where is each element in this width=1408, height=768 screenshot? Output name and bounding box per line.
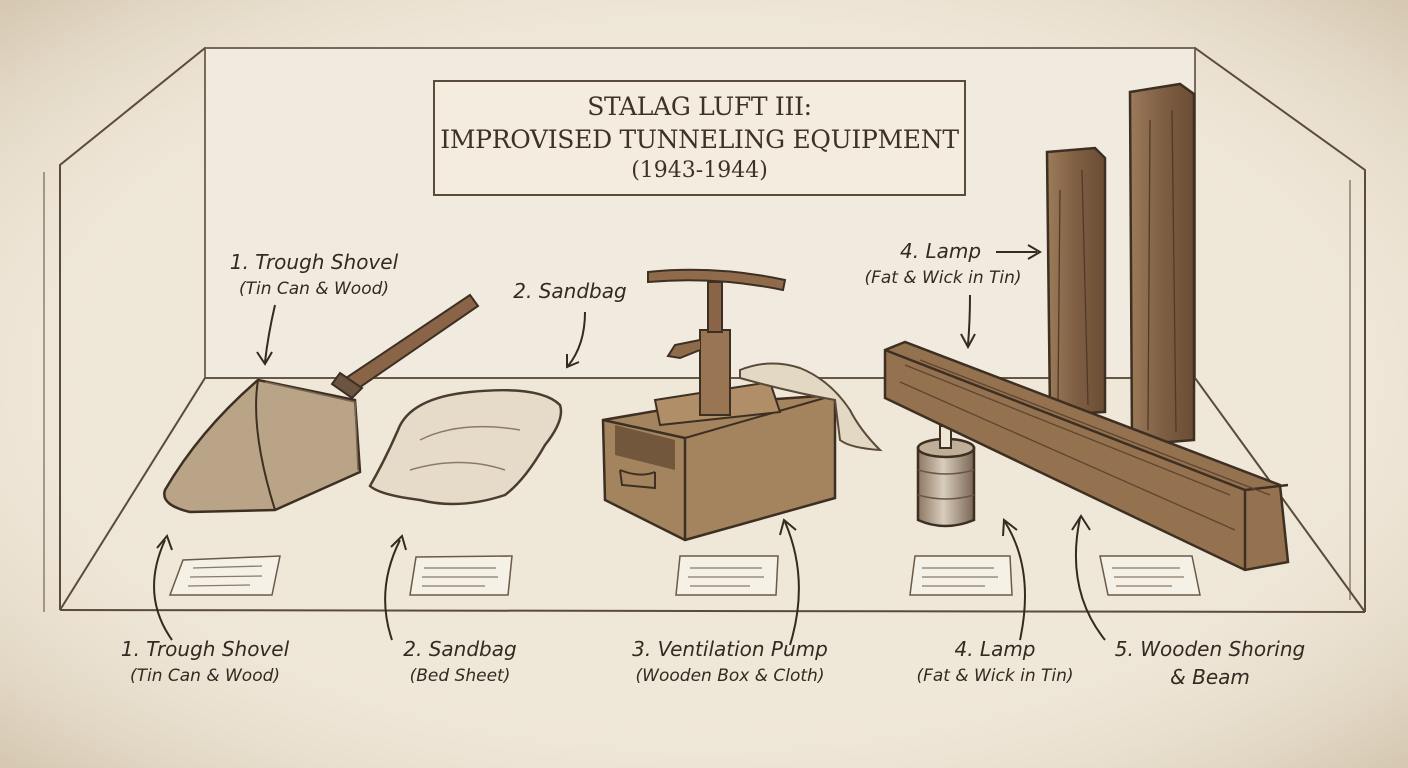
label-name: 1. Trough Shovel bbox=[229, 250, 399, 274]
ventilation-pump-drawing bbox=[601, 268, 883, 542]
pointer-arrows bbox=[153, 244, 1106, 646]
label-name: 3. Ventilation Pump bbox=[632, 637, 828, 661]
label-detail: (Fat & Wick in Tin) bbox=[916, 666, 1074, 686]
lamp-drawing bbox=[916, 425, 976, 528]
label-name: 2. Sandbag bbox=[403, 637, 517, 661]
label-detail: (Tin Can & Wood) bbox=[129, 666, 281, 686]
label-detail: (Fat & Wick in Tin) bbox=[864, 268, 1022, 288]
exhibit-title-plaque: STALAG LUFT III: IMPROVISED TUNNELING EQ… bbox=[433, 80, 966, 196]
label-detail: (Wooden Box & Cloth) bbox=[635, 666, 825, 686]
label-detail: & Beam bbox=[1170, 665, 1250, 689]
wooden-shoring-drawing bbox=[883, 82, 1290, 572]
label-detail: (Bed Sheet) bbox=[409, 666, 511, 686]
plaque-title-line-1: STALAG LUFT III: bbox=[587, 92, 812, 121]
top-label-sandbag: 2. Sandbag bbox=[505, 277, 635, 305]
label-name: 4. Lamp bbox=[954, 637, 1036, 661]
bottom-label-wooden-shoring: 5. Wooden Shoring & Beam bbox=[1105, 635, 1315, 691]
label-name: 1. Trough Shovel bbox=[120, 637, 290, 661]
sandbag-drawing bbox=[368, 388, 563, 506]
top-label-trough-shovel: 1. Trough Shovel (Tin Can & Wood) bbox=[214, 248, 414, 302]
bottom-label-lamp: 4. Lamp (Fat & Wick in Tin) bbox=[895, 635, 1095, 689]
info-card-lines bbox=[187, 565, 1184, 587]
bottom-label-trough-shovel: 1. Trough Shovel (Tin Can & Wood) bbox=[100, 635, 310, 689]
label-name: 4. Lamp bbox=[900, 239, 982, 263]
plaque-title-line-2: IMPROVISED TUNNELING EQUIPMENT bbox=[440, 125, 959, 154]
label-detail: (Tin Can & Wood) bbox=[238, 279, 390, 299]
bottom-label-ventilation-pump: 3. Ventilation Pump (Wooden Box & Cloth) bbox=[610, 635, 850, 689]
label-name: 5. Wooden Shoring bbox=[1114, 637, 1306, 661]
bottom-label-sandbag: 2. Sandbag (Bed Sheet) bbox=[385, 635, 535, 689]
plaque-date-range: (1943-1944) bbox=[631, 158, 768, 183]
trough-shovel-drawing bbox=[163, 293, 480, 514]
top-label-lamp: 4. Lamp bbox=[900, 237, 1000, 265]
label-name: 2. Sandbag bbox=[513, 279, 627, 303]
top-label-lamp-detail: (Fat & Wick in Tin) bbox=[848, 265, 1038, 291]
